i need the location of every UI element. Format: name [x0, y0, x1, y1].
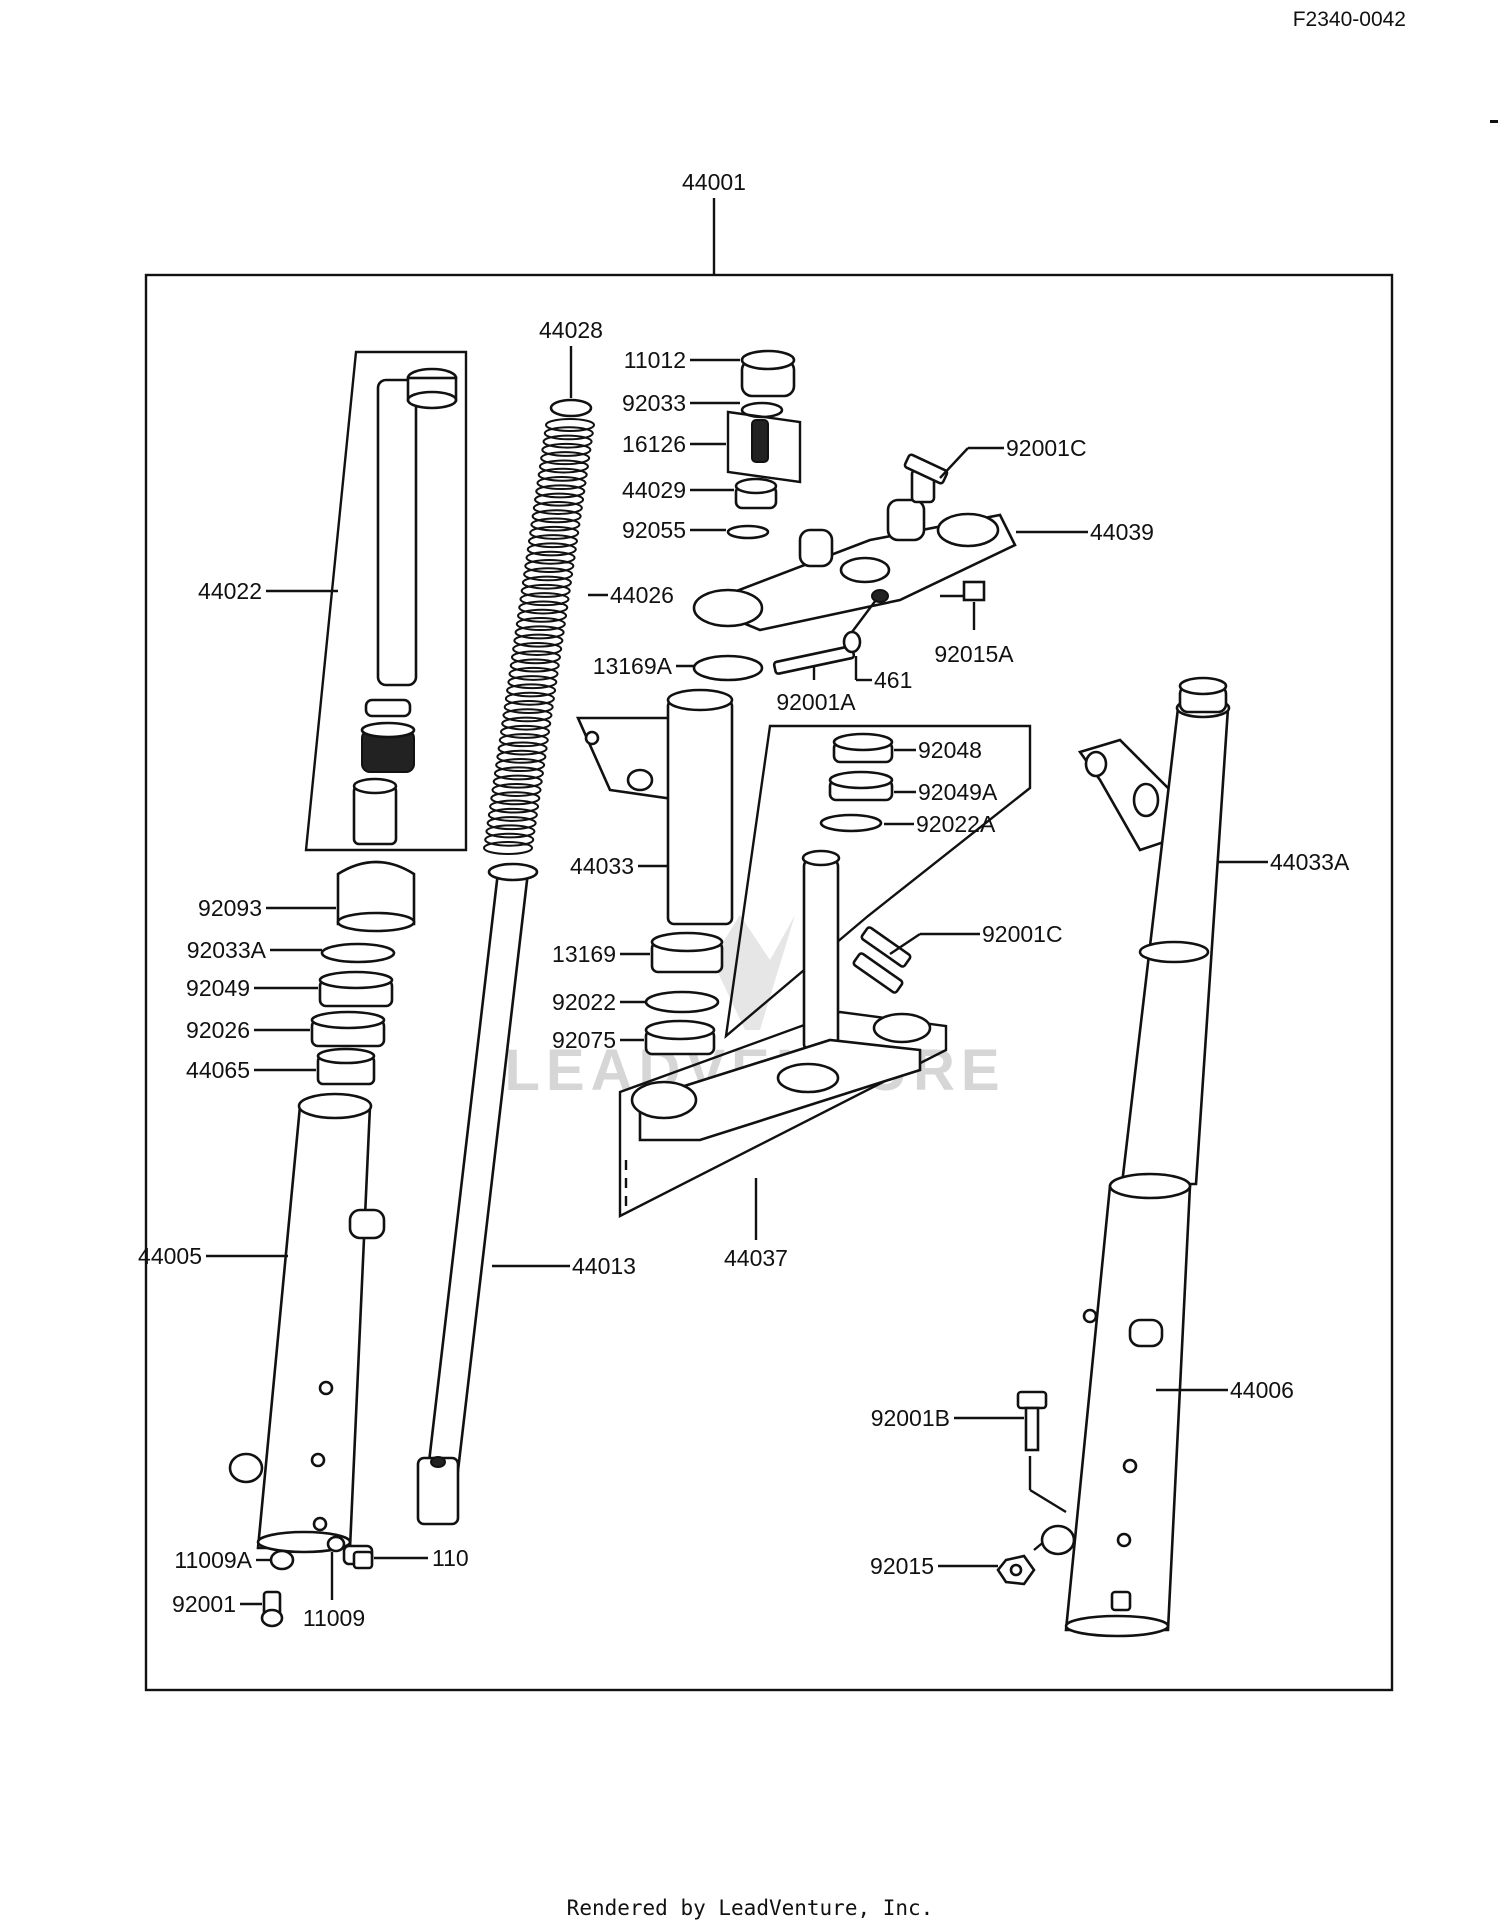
assembly-frame: 44001 [144, 169, 1394, 1692]
assembly-number: 44001 [682, 169, 746, 195]
callout-92033A: 92033A [187, 937, 267, 963]
callout-92055: 92055 [622, 517, 686, 543]
callout-92001A: 92001A [776, 689, 856, 715]
callout-11012: 11012 [624, 347, 686, 373]
callout-461: 461 [874, 667, 912, 693]
callout-92075: 92075 [552, 1027, 616, 1053]
callout-92093: 92093 [198, 895, 262, 921]
edge-mark [1490, 120, 1498, 123]
callout-44065: 44065 [186, 1057, 250, 1083]
callout-92048: 92048 [918, 737, 982, 763]
fork-cover-44033A: 44033A [1077, 676, 1350, 1186]
callout-44006: 44006 [1230, 1377, 1294, 1403]
callout-44039: 44039 [1090, 519, 1154, 545]
callout-44013: 44013 [572, 1253, 636, 1279]
callout-110: 110 [432, 1545, 469, 1571]
callout-11009: 11009 [303, 1605, 365, 1631]
callout-92049: 92049 [186, 975, 250, 1001]
outer-tube-44005: 44005 [138, 1092, 386, 1554]
callout-92001B: 92001B [871, 1405, 950, 1431]
callout-16126: 16126 [622, 431, 686, 457]
lower-bracket-44037: 92001C 44037 [618, 849, 1063, 1271]
callout-44033: 44033 [570, 853, 634, 879]
callout-44026: 44026 [610, 582, 674, 608]
callout-92001C-mid: 92001C [982, 921, 1063, 947]
fork-spring-44026: 44028 44026 [483, 317, 674, 855]
callout-44037: 44037 [724, 1245, 788, 1271]
left-seal-stack: 92093 92033A 92049 92026 44065 [186, 860, 416, 1086]
upper-bracket-44039: 44039 92001C 92015A 92001A 461 [692, 435, 1154, 715]
top-cap-group: 11012 92033 16126 44029 92055 [622, 347, 802, 543]
callout-11009A: 11009A [174, 1547, 252, 1573]
bottom-hardware-left: 11009A 92001 11009 110 [172, 1535, 469, 1631]
damper-rod-44013: 44013 [416, 862, 636, 1526]
callout-92022: 92022 [552, 989, 616, 1015]
callout-44028: 44028 [539, 317, 603, 343]
stem-seal-stack: 92048 92049A 92022A 13169 92022 92075 [552, 724, 1032, 1056]
callout-13169: 13169 [552, 941, 616, 967]
footer-credit: Rendered by LeadVenture, Inc. [567, 1896, 934, 1920]
callout-92026: 92026 [186, 1017, 250, 1043]
callout-44022: 44022 [198, 578, 262, 604]
callout-92001C-top: 92001C [1006, 435, 1087, 461]
diagram-code: F2340-0042 [1293, 8, 1406, 31]
fork-cover-44033: 44033 [570, 688, 734, 926]
callout-92001: 92001 [172, 1591, 236, 1617]
callout-92022A: 92022A [916, 811, 996, 837]
callout-44005: 44005 [138, 1243, 202, 1269]
bottom-hardware-right: 92001B 92015 [870, 1390, 1076, 1586]
callout-44033A: 44033A [1270, 849, 1350, 875]
callout-92015A: 92015A [934, 641, 1014, 667]
outer-tube-44006: 44006 [1064, 1172, 1294, 1638]
callout-92049A: 92049A [918, 779, 998, 805]
inner-tube-kit-44022: 44022 [198, 350, 468, 852]
callout-44029: 44029 [622, 477, 686, 503]
callout-92033: 92033 [622, 390, 686, 416]
callout-13169A: 13169A [593, 653, 673, 679]
seal-13169A: 13169A [593, 653, 764, 682]
callout-92015: 92015 [870, 1553, 934, 1579]
